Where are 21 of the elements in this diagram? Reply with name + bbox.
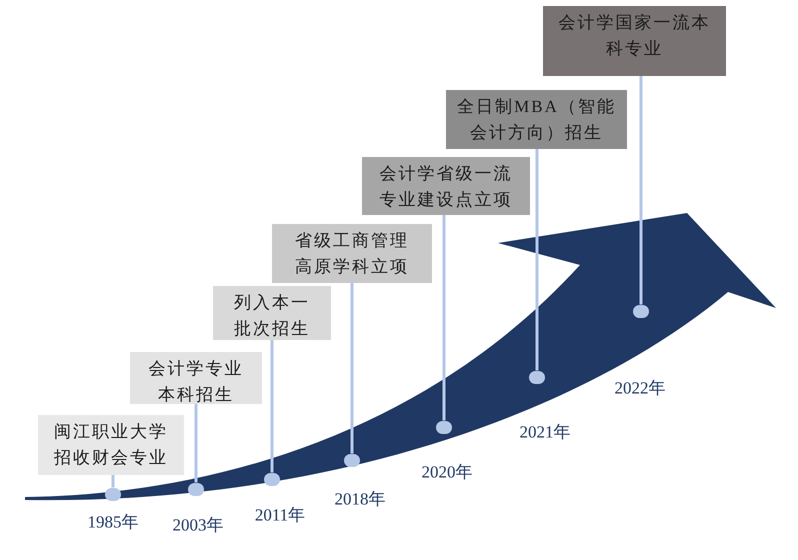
milestone-box: 会计学省级一流专业建设点立项 xyxy=(362,157,530,215)
milestone-box: 闽江职业大学招收财会专业 xyxy=(38,415,184,475)
year-label: 2020年 xyxy=(422,464,472,480)
year-label: 2018年 xyxy=(334,490,386,508)
year-label: 2011年 xyxy=(254,506,306,524)
milestone-box: 会计学国家一流本科专业 xyxy=(543,6,726,76)
milestone-box: 会计学专业本科招生 xyxy=(130,352,262,404)
milestone-box: 列入本一批次招生 xyxy=(213,286,331,340)
connector-line xyxy=(640,76,642,304)
connector-line xyxy=(270,340,274,472)
connector-line xyxy=(194,404,198,482)
connector-line xyxy=(442,215,446,420)
milestone-box: 省级工商管理高原学科立项 xyxy=(272,224,432,283)
connector-line xyxy=(536,149,538,370)
year-label: 2022年 xyxy=(614,380,666,396)
milestone-box: 全日制MBA（智能会计方向）招生 xyxy=(446,90,627,149)
connector-line xyxy=(350,283,354,454)
year-label: 2003年 xyxy=(172,516,224,534)
connector-line xyxy=(112,475,114,488)
year-label: 1985年 xyxy=(88,514,138,530)
year-label: 2021年 xyxy=(520,424,570,440)
